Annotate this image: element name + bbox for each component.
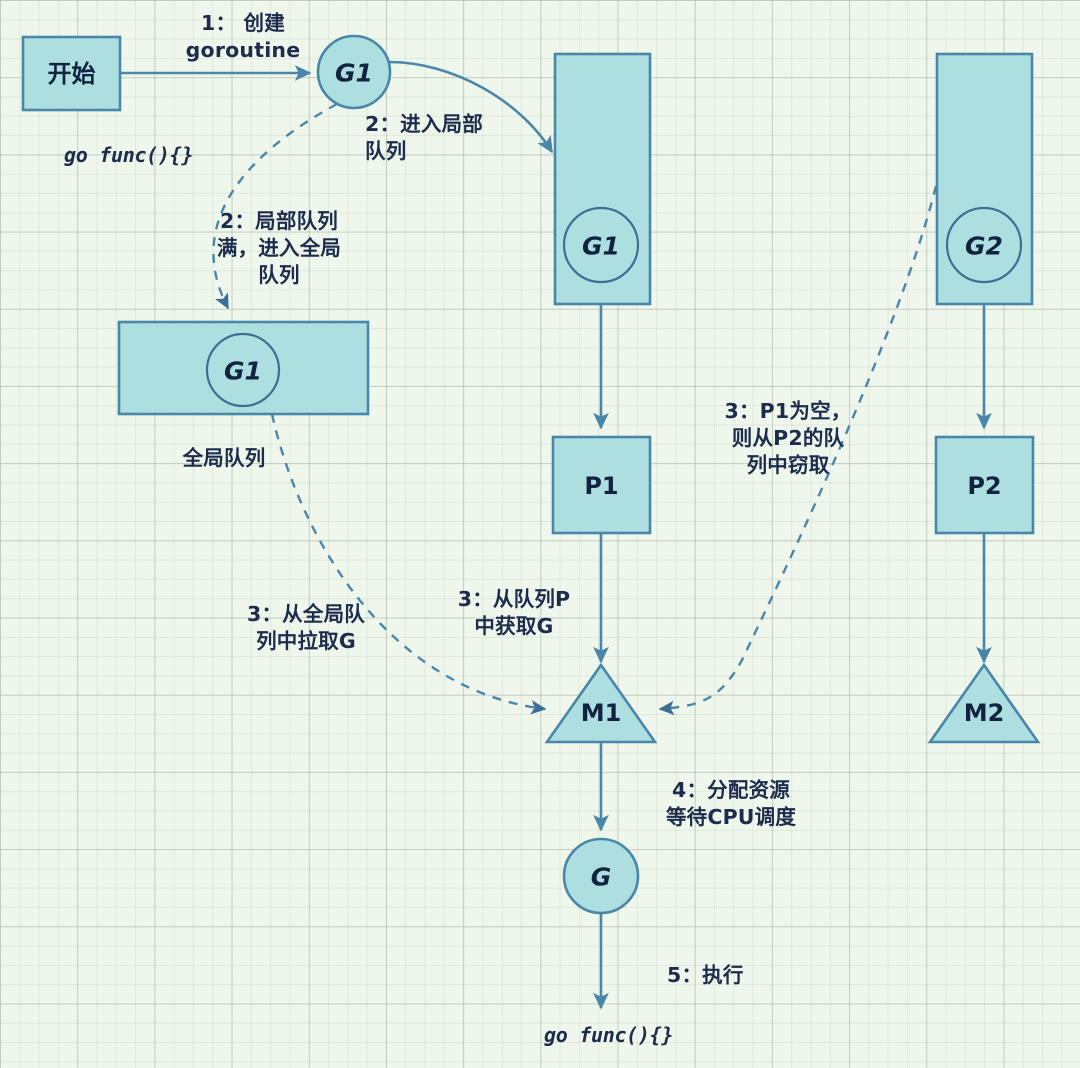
annotation-step5-exec: 5：执行 — [667, 963, 744, 987]
local-queue-p1-label: G1 — [582, 232, 620, 261]
local-queue-p2-box[interactable]: G2 — [935, 52, 1034, 306]
m2-triangle-label: M2 — [964, 699, 1005, 727]
p1-box-label: P1 — [584, 472, 618, 500]
g-circle-bottom[interactable]: G — [562, 837, 640, 915]
edge-p2-steal-to-m1 — [658, 185, 938, 716]
annotation-step2-local: 2：进入局部 队列 — [365, 112, 483, 164]
g1-circle-top-label: G1 — [335, 59, 373, 88]
annotation-step3-from-p: 3：从队列P 中获取G — [457, 587, 571, 639]
m1-triangle[interactable]: M1 — [544, 662, 658, 744]
start-box-label: 开始 — [48, 60, 96, 88]
annotation-global-queue-caption: 全局队列 — [182, 446, 266, 470]
global-queue-label: G1 — [224, 357, 262, 386]
edge-global-queue-to-m1 — [270, 413, 547, 715]
annotation-step4-alloc: 4：分配资源 等待CPU调度 — [665, 778, 797, 830]
global-queue-box[interactable]: G1 — [117, 320, 370, 416]
local-queue-p1-box[interactable]: G1 — [553, 52, 652, 306]
start-box[interactable]: 开始 — [21, 35, 122, 112]
g1-circle-top[interactable]: G1 — [316, 34, 392, 110]
m1-triangle-label: M1 — [581, 699, 622, 727]
m2-triangle[interactable]: M2 — [927, 662, 1041, 744]
annotation-step3-steal: 3：P1为空， 则从P2的队 列中窃取 — [724, 399, 852, 478]
edge-g1-to-global-queue — [212, 102, 338, 310]
annotation-step1: 1： 创建 goroutine — [185, 11, 301, 63]
end-code-label: go func(){} — [544, 1023, 674, 1047]
p2-box[interactable]: P2 — [934, 435, 1035, 535]
g-circle-bottom-label: G — [591, 863, 612, 892]
annotation-step2-global: 2：局部队列 满，进入全局 队列 — [216, 209, 342, 288]
annotation-go-func-call: go func(){} — [64, 143, 194, 167]
annotation-step3-global-pull: 3：从全局队 列中拉取G — [247, 602, 365, 654]
p1-box[interactable]: P1 — [551, 435, 652, 535]
p2-box-label: P2 — [967, 472, 1001, 500]
edge-g1-to-local-queue — [388, 60, 554, 154]
local-queue-p2-label: G2 — [965, 232, 1003, 261]
